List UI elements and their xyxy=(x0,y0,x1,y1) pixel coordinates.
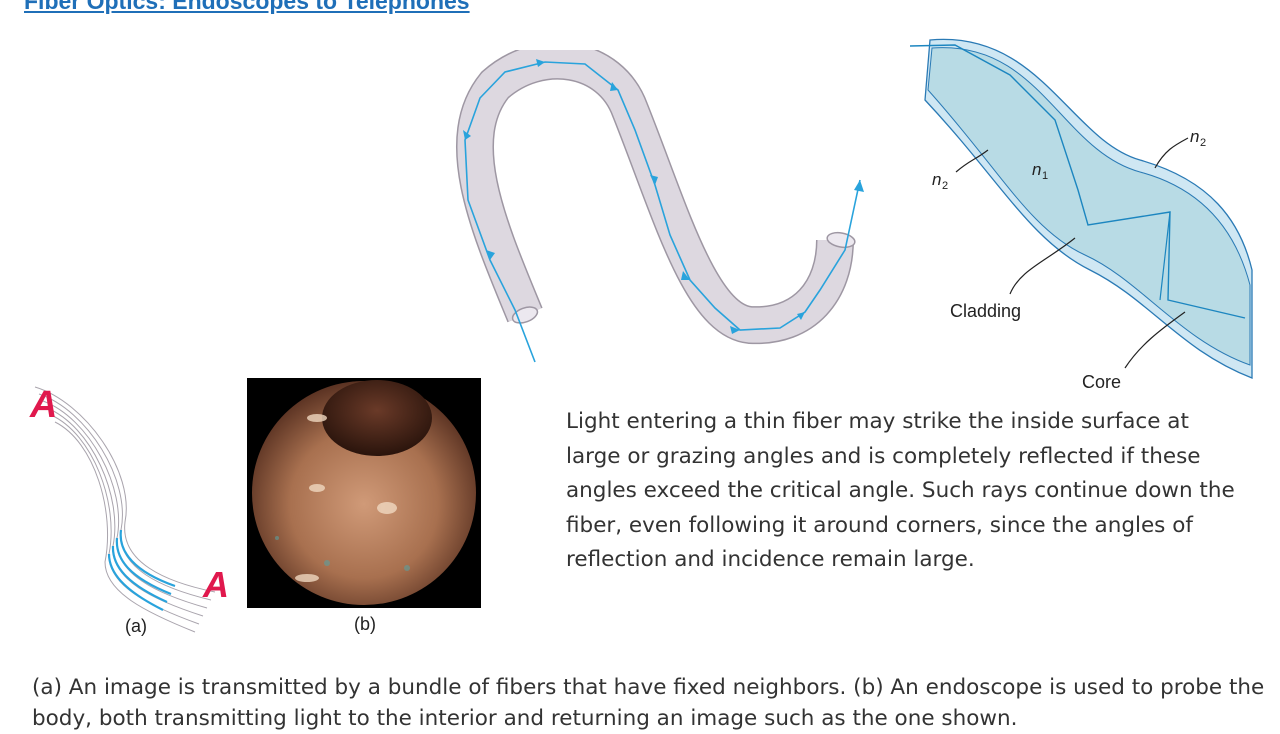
svg-text:Cladding: Cladding xyxy=(950,301,1021,321)
svg-text:n: n xyxy=(1032,160,1041,179)
letter-bottom: A xyxy=(202,564,229,605)
svg-text:2: 2 xyxy=(1200,137,1206,149)
letter-top: A xyxy=(29,384,57,426)
svg-text:Core: Core xyxy=(1082,372,1121,392)
light-ray xyxy=(464,61,861,363)
label-n1: n 1 xyxy=(1032,160,1048,182)
core-ray xyxy=(909,44,1246,319)
label-core: Core xyxy=(1082,311,1186,392)
cladding-core-diagram: n 2 n 1 n 2 Cladding Core xyxy=(909,38,1253,392)
curved-fiber-figure xyxy=(456,50,864,363)
svg-text:2: 2 xyxy=(942,180,948,192)
label-n2-right: n 2 xyxy=(1154,127,1206,169)
core-region xyxy=(927,47,1251,366)
slide-title: Fiber Optics: Endoscopes to Telephones xyxy=(24,0,470,14)
figure-caption: (a) An image is transmitted by a bundle … xyxy=(32,675,1265,731)
endoscope-photo: (b) xyxy=(247,378,481,634)
label-b: (b) xyxy=(354,614,376,634)
label-a: (a) xyxy=(125,616,147,636)
fiber-bundle-figure: A A (a) xyxy=(29,384,229,636)
label-cladding: Cladding xyxy=(950,237,1076,321)
svg-text:1: 1 xyxy=(1042,170,1048,182)
svg-text:n: n xyxy=(932,170,941,189)
svg-text:n: n xyxy=(1190,127,1199,146)
body-paragraph: Light entering a thin fiber may strike t… xyxy=(566,409,1235,572)
label-n2-left: n 2 xyxy=(932,149,989,192)
